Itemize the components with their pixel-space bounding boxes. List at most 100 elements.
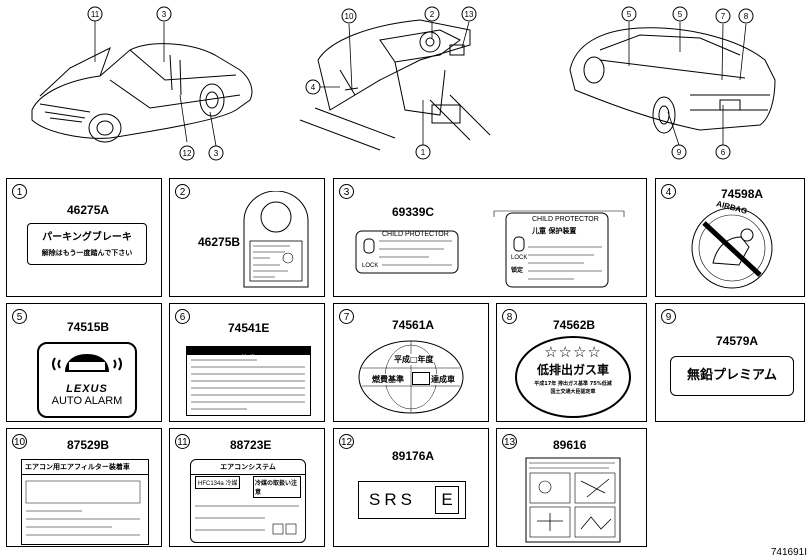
part-number: 87529B [67,438,110,452]
diagram-id: 741691I [770,547,807,558]
panel-number: 9 [661,309,676,324]
airbag-warning-icon [691,207,773,289]
callout-11: 11 [91,10,100,19]
instruction-label [525,457,621,543]
panel-number: 12 [339,434,354,449]
callout-9: 9 [677,148,682,157]
premium-unleaded-text: 無鉛プレミアム [686,368,778,383]
srs-label: SRS E [358,481,466,519]
callout-1: 1 [421,148,426,157]
fuel-label-year: 平成□年度 [394,354,434,365]
parking-brake-label: パーキングブレーキ 解除はもう一度踏んで下さい [27,223,147,265]
fuel-label-right: 達成車 [431,374,455,385]
callout-2: 2 [430,10,435,19]
panel-10: 10 87529B エアコン用エアフィルター装着車 [6,428,162,547]
callout-13: 13 [465,10,474,19]
low-emission-label: ☆☆☆☆ 低排出ガス車 平成17年 排出ガス基準 75%低減 国土交通大臣認定車 [515,336,631,418]
panel-12: 12 89176A SRS E [333,428,489,547]
part-number: 74579A [716,334,759,348]
ac-refrigerant-cell: HFC134a 冷媒 [195,476,241,489]
air-filter-title: エアコン用エアフィルター装着車 [22,460,148,475]
callout-3b: 3 [214,149,219,158]
premium-unleaded-label: 無鉛プレミアム [670,356,794,396]
panel-number: 8 [502,309,517,324]
hang-tag-illustration [243,191,309,288]
callout-7: 7 [721,12,726,21]
panel-8: 8 74562B ☆☆☆☆ 低排出ガス車 平成17年 排出ガス基準 75%低減 … [496,303,647,422]
part-number: 74561A [392,318,435,332]
brand-logo: LEXUS [66,383,108,395]
left-label-lock: LOCK [362,263,379,269]
panel-number: 4 [661,184,676,199]
fuel-label-box [412,372,430,385]
callout-5b: 5 [678,10,683,19]
panel-9: 9 74579A 無鉛プレミアム [655,303,805,422]
panel-1: 1 46275A パーキングブレーキ 解除はもう一度踏んで下さい [6,178,162,297]
panel-2: 2 46275B [169,178,325,297]
part-number: 74598A [721,187,764,201]
panel-4: 4 74598A AIRBAG [655,178,805,297]
label-line-2: 解除はもう一度踏んで下さい [41,249,133,257]
ac-caution-cell: 冷媒の取扱い注意 [253,476,301,498]
part-number: 74562B [553,318,596,332]
low-emission-title: 低排出ガス車 [536,363,609,377]
part-number: 74541E [228,321,270,335]
panel-number: 2 [175,184,190,199]
callout-6: 6 [721,148,726,157]
panel-11: 11 88723E エアコンシステム HFC134a 冷媒 冷媒の取扱い注意 [169,428,325,547]
callout-10: 10 [345,12,354,21]
low-emission-sub2: 国土交通大臣認定車 [550,389,596,395]
right-label-lock-cn: 锁定 [511,267,524,274]
callout-5a: 5 [627,10,632,19]
caution-text-lines [191,359,305,410]
panel-number: 1 [12,184,27,199]
right-label-subtitle: 儿童 保护装置 [532,227,577,235]
srs-text: SRS [369,490,416,509]
caution-label: 注 意 [186,346,311,416]
part-number: 46275B [198,235,241,249]
part-number: 89176A [392,449,435,463]
car-alarm-icon [52,354,122,372]
callout-3a: 3 [162,10,167,19]
label-line-1: パーキングブレーキ [42,232,132,243]
callout-12: 12 [183,149,192,158]
panel-number: 7 [339,309,354,324]
panel-number: 13 [502,434,517,449]
auto-alarm-caption: AUTO ALARM [51,395,123,407]
panel-3: 3 69339C CHILD PROTECTOR LOCK CHILD PROT… [333,178,647,297]
star-rating: ☆☆☆☆ [544,344,602,361]
panel-number: 10 [12,434,27,449]
fuel-label-left: 燃費基準 [372,374,404,385]
part-number: 69339C [392,205,435,219]
ac-system-label: エアコンシステム HFC134a 冷媒 冷媒の取扱い注意 [190,459,306,543]
part-number: 74515B [67,320,110,334]
panel-7: 7 74561A 平成□年度 燃費基準 達成車 [333,303,489,422]
front-car-illustration [31,43,253,143]
part-number: 46275A [67,203,110,217]
panel-number: 11 [175,434,190,449]
panel-number: 5 [12,309,27,324]
srs-e-box: E [435,486,459,514]
panel-number: 3 [339,184,354,199]
air-filter-label: エアコン用エアフィルター装着車 [21,459,149,545]
auto-alarm-label: LEXUS AUTO ALARM [37,342,137,418]
callout-8: 8 [744,12,749,21]
ac-label-lines [195,505,299,535]
vehicle-location-illustrations: 11 3 12 3 10 2 13 4 1 5 5 7 8 9 6 [31,6,776,161]
right-label-lock: LOCK [511,255,528,261]
right-label-title: CHILD PROTECTOR [532,216,599,223]
panel-6: 6 74541E 注 意 [169,303,325,422]
part-number: 88723E [230,438,272,452]
panel-13: 13 89616 [496,428,647,547]
part-number: 89616 [553,438,587,452]
panel-number: 6 [175,309,190,324]
low-emission-sub1: 平成17年 排出ガス基準 75%低減 [534,381,612,387]
left-label-title: CHILD PROTECTOR [382,231,449,238]
caution-title: 注 意 [241,355,256,362]
ac-system-title: エアコンシステム [191,460,305,475]
child-protector-labels [355,210,625,288]
interior-illustration [299,19,491,151]
callout-4: 4 [311,83,316,92]
panel-5: 5 74515B LEXUS AUTO ALARM [6,303,162,422]
air-filter-lines [25,480,141,536]
